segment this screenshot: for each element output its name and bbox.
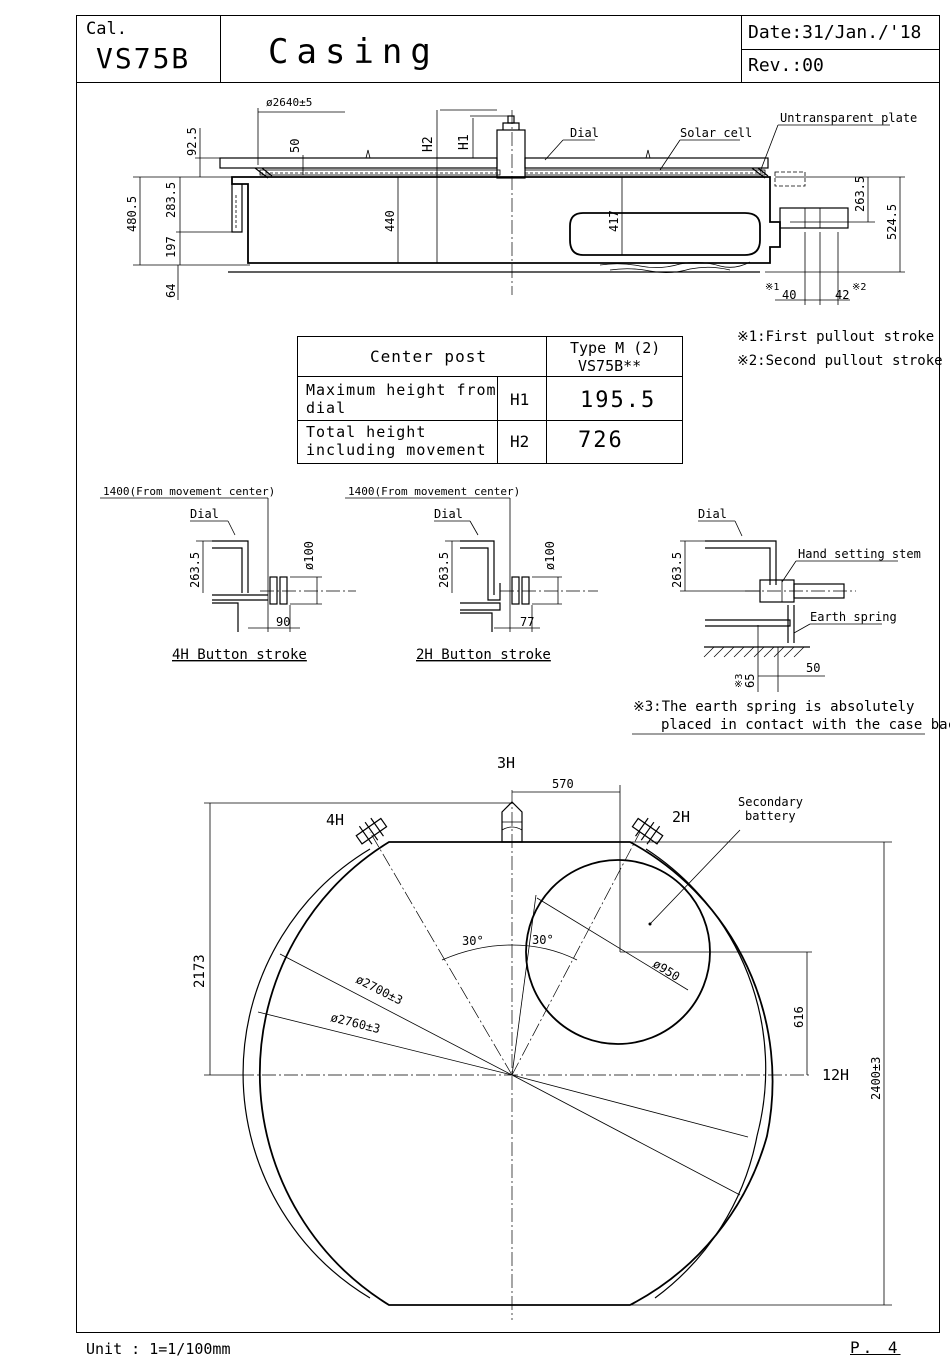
top-view (204, 785, 892, 1320)
table-header-right-1: Type M (2) (570, 339, 661, 357)
side-mark-2: ※2 (852, 282, 866, 293)
note-first-pullout: ※1:First pullout stroke (737, 329, 935, 345)
table-header-row-line (297, 336, 683, 377)
side-dim-40: 40 (782, 288, 796, 302)
top-dim-d950: ø950 (650, 957, 682, 984)
detail1-dim-2635: 263.5 (188, 552, 202, 588)
detail1-dim-90: 90 (276, 615, 290, 629)
title-block-rev (741, 49, 940, 83)
top-2h-label: 2H (672, 808, 690, 826)
cal-value: VS75B (96, 42, 191, 75)
detail1-dial: Dial (190, 507, 219, 521)
side-dim-64: 64 (164, 284, 178, 298)
side-dim-417: 417 (607, 210, 621, 232)
note-earth-spring-1: ※3:The earth spring is absolutely (633, 699, 915, 715)
table-col-line-2 (546, 336, 547, 464)
detail2-dim-77: 77 (520, 615, 534, 629)
note-second-pullout: ※2:Second pullout stroke (737, 353, 943, 369)
top-12h-label: 12H (822, 1066, 849, 1084)
table-row2-label-2: including movement (306, 441, 487, 459)
unit-note: Unit : 1=1/100mm (86, 1340, 231, 1358)
detail3-dim-65: 65 (743, 674, 757, 688)
side-dim-d2640: ø2640±5 (266, 96, 312, 109)
detail2-dim-2635: 263.5 (437, 552, 451, 588)
side-mark-1: ※1 (765, 282, 779, 293)
side-view: ø2640±5 92.5 50 H2 H1 480.5 283.5 197 64… (125, 96, 917, 305)
table-header-right-2: VS75B** (578, 357, 642, 375)
side-label-untransparent: Untransparent plate (780, 111, 917, 125)
detail3-dim-50: 50 (806, 661, 820, 675)
detail3-mark-3: ※3 (734, 674, 745, 688)
side-dim-440: 440 (383, 210, 397, 232)
top-dim-616: 616 (792, 1006, 806, 1028)
detail2-dim-d100: ø100 (543, 541, 557, 570)
top-dim-2400: 2400±3 (869, 1057, 883, 1100)
side-dim-5245: 524.5 (885, 204, 899, 240)
side-dim-2835: 283.5 (164, 182, 178, 218)
table-row2-label-1: Total height (306, 423, 427, 441)
top-dim-2173: 2173 (192, 954, 208, 988)
top-angle-30-right: 30° (532, 933, 554, 947)
cal-label: Cal. (86, 19, 127, 39)
side-dim-925: 92.5 (185, 127, 199, 156)
side-dim-50: 50 (288, 139, 302, 153)
detail3-hand-stem-label: Hand setting stem (798, 547, 921, 561)
table-row1-label-2: dial (306, 399, 347, 417)
detail-4h-button (100, 497, 356, 632)
detail-earth-spring (632, 520, 925, 735)
detail1-from-center: 1400(From movement center) (103, 485, 275, 498)
table-row1-value: 195.5 (580, 388, 657, 413)
top-angle-30-left: 30° (462, 934, 484, 948)
side-label-solar-cell: Solar cell (680, 126, 752, 140)
detail-2h-button (345, 497, 598, 632)
page-number: P. 4 (850, 1338, 901, 1357)
center-post-table (297, 336, 683, 464)
table-row2-code: H2 (510, 432, 530, 451)
top-4h-label: 4H (326, 811, 344, 829)
top-secondary-battery-1: Secondary (738, 795, 803, 809)
page-title: Casing (268, 32, 439, 72)
note-earth-spring-2: placed in contact with the case back. (661, 717, 950, 733)
top-dim-570: 570 (552, 777, 574, 791)
table-header-left: Center post (370, 347, 487, 366)
side-dim-h2: H2 (421, 136, 436, 152)
table-col-line-1 (497, 376, 498, 464)
side-label-dial: Dial (570, 126, 599, 140)
side-dim-197: 197 (164, 236, 178, 258)
date-text: Date:31/Jan./'18 (748, 22, 922, 43)
table-row2-value: 726 (578, 428, 624, 453)
top-secondary-battery-2: battery (745, 809, 796, 823)
rev-text: Rev.:00 (748, 55, 824, 76)
side-dim-h1: H1 (457, 134, 472, 150)
side-dim-2635: 263.5 (853, 176, 867, 212)
detail2-from-center: 1400(From movement center) (348, 485, 520, 498)
detail1-dim-d100: ø100 (302, 541, 316, 570)
detail3-earth-spring-label: Earth spring (810, 610, 897, 624)
detail2-caption: 2H Button stroke (416, 647, 551, 663)
top-dim-d2760: ø2760±3 (329, 1010, 381, 1036)
detail1-caption: 4H Button stroke (172, 647, 307, 663)
detail3-dial: Dial (698, 507, 727, 521)
table-row1-code: H1 (510, 390, 530, 409)
detail3-dim-2635: 263.5 (670, 552, 684, 588)
top-3h-label: 3H (497, 754, 515, 772)
table-row1-label-1: Maximum height from (306, 381, 497, 399)
side-dim-42: 42 (835, 288, 849, 302)
table-row1-line (297, 376, 683, 421)
detail2-dial: Dial (434, 507, 463, 521)
top-dim-d2700: ø2700±3 (354, 972, 405, 1007)
side-dim-4805: 480.5 (125, 196, 139, 232)
